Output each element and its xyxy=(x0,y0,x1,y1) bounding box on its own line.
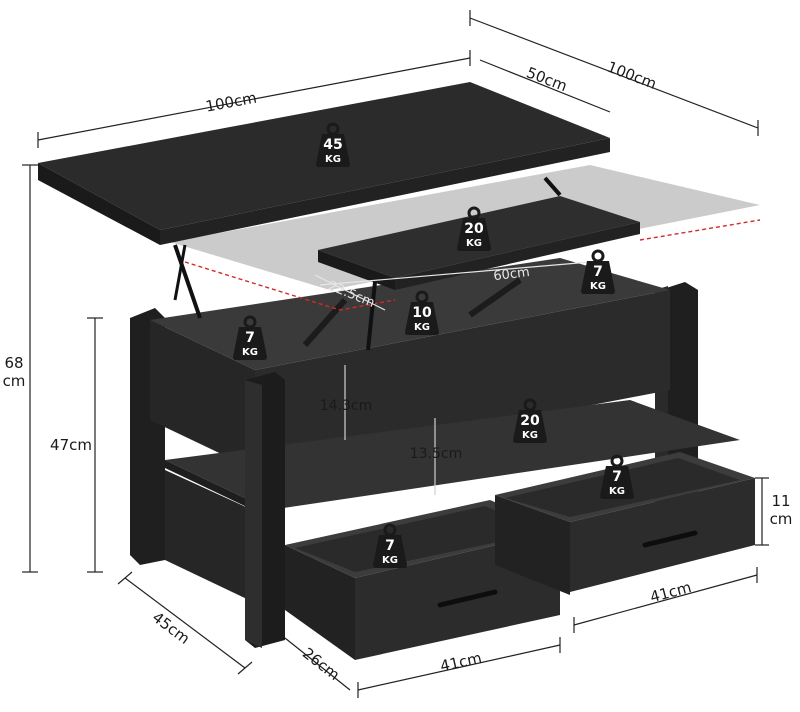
weight-unit: KG xyxy=(609,486,625,497)
dim-drawer-height-unit: cm xyxy=(770,510,793,528)
lift-arm-left xyxy=(173,244,202,319)
body-front xyxy=(255,290,670,470)
weight-unit: KG xyxy=(590,281,606,292)
dim-body-depth: 45cm xyxy=(149,608,193,648)
drawer-left-handle xyxy=(437,589,498,608)
divider-left xyxy=(302,298,348,347)
bottom-side-left xyxy=(165,470,270,610)
weight-value: 7 xyxy=(593,264,603,280)
lift-arm-right xyxy=(543,176,562,197)
dim-drawer-depth: 26cm xyxy=(299,644,343,684)
dim-shelf-height: 13.5cm xyxy=(410,446,463,462)
weight-icon-compartment-left: 7KG xyxy=(233,315,267,360)
weight-unit: KG xyxy=(382,555,398,566)
weight-icon-compartment-right: 7KG xyxy=(581,249,615,294)
middle-shelf xyxy=(165,400,740,510)
dim-top-depth: 50cm xyxy=(524,63,570,95)
weight-value: 7 xyxy=(612,469,622,485)
weight-unit: KG xyxy=(522,430,538,441)
leg-front-left-face xyxy=(245,380,262,648)
dim-drawer-width-back: 41cm xyxy=(648,578,693,606)
drawer-left-inner xyxy=(295,506,545,572)
weight-icon-drawer-left: 7KG xyxy=(373,523,407,568)
dim-total-height-value: 68 xyxy=(4,354,23,372)
glass-top-dashed-outline xyxy=(184,261,396,311)
divider-right xyxy=(468,277,522,318)
dim-top-width-back: 100cm xyxy=(605,58,660,93)
dim-lift-width: 60cm xyxy=(493,265,531,284)
glass-top-dashed-outline-2 xyxy=(639,219,761,241)
lift-arm-left-2 xyxy=(173,244,187,301)
lift-arm-center xyxy=(366,281,377,351)
weight-value: 7 xyxy=(245,330,255,346)
tabletop-edge-left xyxy=(38,163,160,245)
drawer-right-front xyxy=(570,478,755,592)
dim-drawer-width-front: 41cm xyxy=(438,649,483,676)
weight-unit: KG xyxy=(414,322,430,333)
weight-value: 20 xyxy=(464,221,484,237)
dimension-lines xyxy=(22,10,769,698)
drawer-left-side xyxy=(285,545,355,660)
weight-icon-drawer-right: 7KG xyxy=(600,454,634,499)
weight-value: 10 xyxy=(412,305,432,321)
coffee-table xyxy=(38,82,761,660)
dim-compartment-height: 14.3cm xyxy=(320,398,373,414)
weight-unit: KG xyxy=(466,238,482,249)
drawer-right-handle xyxy=(642,530,698,548)
weight-value: 20 xyxy=(520,413,540,429)
drawer-right-side xyxy=(495,495,570,595)
dim-leg-height: 47cm xyxy=(50,436,92,454)
dim-drawer-height-value: 11 xyxy=(771,492,790,510)
dim-top-width: 100cm xyxy=(204,89,258,116)
weight-value: 7 xyxy=(385,538,395,554)
weight-value: 45 xyxy=(323,137,342,153)
dim-total-height-unit: cm xyxy=(3,372,26,390)
tabletop-edge-front xyxy=(160,138,610,245)
weight-unit: KG xyxy=(325,154,341,165)
middle-shelf-edge xyxy=(165,460,270,518)
weight-unit: KG xyxy=(242,347,258,358)
